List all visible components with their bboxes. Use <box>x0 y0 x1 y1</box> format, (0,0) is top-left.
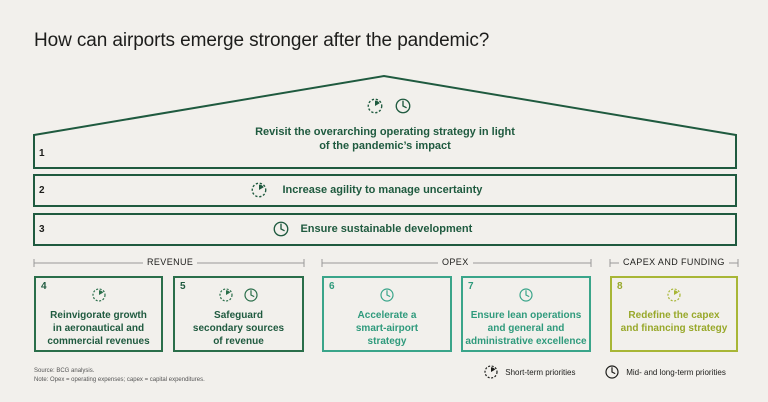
page-title: How can airports emerge stronger after t… <box>34 30 490 51</box>
pillar-number: 6 <box>329 281 335 292</box>
short-term-clock-icon <box>367 98 383 114</box>
mid-long-term-clock-icon <box>605 365 619 379</box>
tier3-label: Ensure sustainable development <box>300 223 473 235</box>
pillar-label-line2: secondary sources <box>192 323 285 334</box>
pillar-icons <box>36 286 161 304</box>
legend-mid-long-term: Mid- and long-term priorities <box>604 364 726 380</box>
pillar-number: 5 <box>180 281 186 292</box>
category-opex: OPEX <box>438 257 473 267</box>
tier1-label-line2: of the pandemic’s impact <box>319 140 451 152</box>
pillar-label-line1: Redefine the capex <box>628 310 720 321</box>
mid-long-term-clock-icon <box>273 221 289 237</box>
pillar-5: 5 Safeguard secondary sources of revenue <box>173 276 304 352</box>
pillar-label: Ensure lean operations and general and a… <box>463 309 589 348</box>
pillar-label-line3: administrative excellence <box>465 336 587 347</box>
legend-mid-long-term-label: Mid- and long-term priorities <box>626 367 726 377</box>
pillar-label: Reinvigorate growth in aeronautical and … <box>36 309 161 348</box>
short-term-clock-icon <box>251 182 267 198</box>
short-term-clock-icon <box>91 288 106 302</box>
pillar-number: 8 <box>617 281 623 292</box>
tier3-number: 3 <box>39 224 45 235</box>
pillar-8: 8 Redefine the capex and financing strat… <box>610 276 738 352</box>
mid-long-term-clock-icon <box>244 288 258 302</box>
tier1-icons <box>366 97 412 115</box>
pillar-4: 4 Reinvigorate growth in aeronautical an… <box>34 276 163 352</box>
pillar-label-line3: commercial revenues <box>47 336 150 347</box>
pillar-label: Redefine the capex and financing strateg… <box>612 309 736 335</box>
short-term-clock-icon <box>219 288 233 302</box>
tier2-label: Increase agility to manage uncertainty <box>282 184 483 196</box>
legend-short-term: Short-term priorities <box>483 364 575 380</box>
footer-note: Note: Opex = operating expenses; capex =… <box>34 377 205 383</box>
tier1-label-line1: Revisit the overarching operating strate… <box>255 126 515 138</box>
tier1-number: 1 <box>39 148 45 159</box>
tier2-number: 2 <box>39 185 45 196</box>
pillar-icons <box>324 286 450 304</box>
pillar-label: Accelerate a smart-airport strategy <box>324 309 450 348</box>
legend-short-term-label: Short-term priorities <box>505 367 576 377</box>
pillar-icons <box>175 286 302 304</box>
pillar-number: 7 <box>468 281 474 292</box>
mid-long-term-clock-icon <box>380 288 394 302</box>
pillar-6: 6 Accelerate a smart-airport strategy <box>322 276 452 352</box>
pillar-label-line2: and financing strategy <box>620 323 728 334</box>
tier2-row: Increase agility to manage uncertainty <box>250 181 482 199</box>
pillar-label-line3: of revenue <box>213 336 264 347</box>
pillar-label-line1: Safeguard <box>214 310 263 321</box>
short-term-clock-icon <box>667 288 681 302</box>
pillar-number: 4 <box>41 281 47 292</box>
pillar-label: Safeguard secondary sources of revenue <box>175 309 302 348</box>
pillar-label-line1: Accelerate a <box>357 310 417 321</box>
pillar-label-line2: smart-airport <box>355 323 419 334</box>
pillar-icons <box>463 286 589 304</box>
pillar-label-line2: and general and <box>487 323 565 334</box>
mid-long-term-clock-icon <box>396 98 411 114</box>
category-revenue: REVENUE <box>143 257 198 267</box>
mid-long-term-clock-icon <box>519 288 533 302</box>
category-capex: CAPEX AND FUNDING <box>619 257 729 267</box>
pillar-label-line2: in aeronautical and <box>52 323 145 334</box>
pillar-icons <box>612 286 736 304</box>
pillar-label-line1: Reinvigorate growth <box>50 310 147 321</box>
pillar-label-line3: strategy <box>367 336 407 347</box>
tier3-row: Ensure sustainable development <box>272 220 472 238</box>
tier1-label: Revisit the overarching operating strate… <box>34 125 736 153</box>
pillar-label-line1: Ensure lean operations <box>470 310 582 321</box>
footer-notes: Source: BCG analysis. Note: Opex = opera… <box>34 367 205 385</box>
pillar-7: 7 Ensure lean operations and general and… <box>461 276 591 352</box>
short-term-clock-icon <box>484 365 498 379</box>
footer-source: Source: BCG analysis. <box>34 368 95 374</box>
